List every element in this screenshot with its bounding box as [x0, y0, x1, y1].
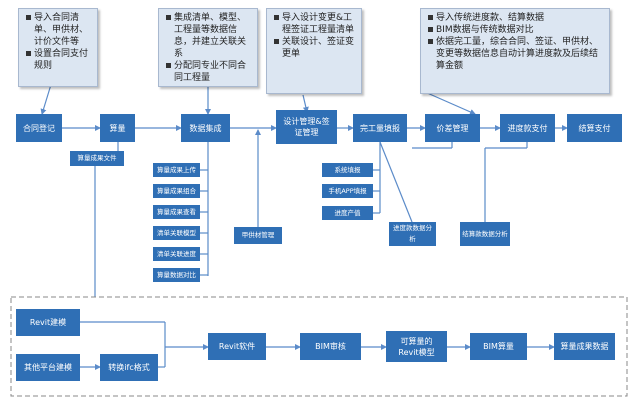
fill-sub-item: 手机APP填报 [322, 184, 373, 198]
price-diff-box: 价差管理 [425, 114, 480, 142]
integration-sub-item: 算量成果查看 [153, 205, 200, 219]
note-contract: 导入合同清单、甲供材、计价文件等 设置合同支付规则 [18, 8, 98, 87]
calc-result-box: 算量成果数据 [554, 333, 615, 360]
note-item: 导入传统进度款、结算数据 [428, 12, 605, 24]
note-item: 导入合同清单、甲供材、计价文件等 [26, 12, 93, 48]
note-design: 导入设计变更&工程签证工程量清单 关联设计、签证变更单 [266, 8, 362, 94]
revit-software-box: Revit软件 [208, 333, 266, 360]
fill-sub-item: 系统填报 [322, 163, 373, 177]
integration-sub-item: 算量成果上传 [153, 163, 200, 177]
data-integration-box: 数据集成 [181, 114, 230, 142]
note-settlement: 导入传统进度款、结算数据 BIM数据与传统数据对比 依据完工量，综合合同、签证、… [420, 8, 610, 94]
note-item: 依据完工量，综合合同、签证、甲供材、变更等数据信息自动计算进度款及后续结算金额 [428, 36, 605, 72]
design-visa-box: 设计管理&签证管理 [276, 110, 337, 144]
progress-payment-box: 进度款支付 [500, 114, 555, 142]
integration-sub-item: 清单关联模型 [153, 226, 200, 240]
ifc-convert-box: 转换ifc格式 [100, 354, 158, 381]
note-item: 集成清单、模型、工程量等数据信息，并建立关联关系 [166, 12, 253, 60]
contract-registration-box: 合同登记 [16, 114, 62, 142]
bim-dashed-frame [10, 296, 628, 397]
supplied-material-box: 甲供材管理 [234, 227, 282, 244]
progress-analysis-box: 进度款数据分析 [389, 222, 436, 246]
note-item: 关联设计、签证变更单 [274, 36, 357, 60]
note-item: 导入设计变更&工程签证工程量清单 [274, 12, 357, 36]
settlement-payment-box: 结算支付 [567, 114, 622, 142]
bim-calc-box: BIM算量 [470, 333, 527, 360]
note-item: 设置合同支付规则 [26, 48, 93, 72]
note-item: BIM数据与传统数据对比 [428, 24, 605, 36]
calc-output-box: 算量成果文件 [70, 151, 124, 166]
other-platform-box: 其他平台建模 [16, 354, 80, 381]
note-item: 分配同专业不同合同工程量 [166, 60, 253, 84]
integration-sub-item: 算量成果组合 [153, 184, 200, 198]
note-integration: 集成清单、模型、工程量等数据信息，并建立关联关系 分配同专业不同合同工程量 [158, 8, 258, 87]
fill-sub-item: 进度产值 [322, 206, 373, 220]
settlement-analysis-box: 结算款数据分析 [460, 222, 510, 246]
quantity-calc-box: 算量 [100, 114, 135, 142]
integration-sub-item: 算量数据对比 [153, 268, 200, 282]
integration-sub-item: 清单关联进度 [153, 247, 200, 261]
calculable-model-box: 可算量的Revit模型 [386, 331, 447, 362]
completion-fill-box: 完工量填报 [353, 114, 407, 142]
bim-review-box: BIM审核 [300, 333, 361, 360]
revit-model-box: Revit建模 [16, 309, 80, 336]
